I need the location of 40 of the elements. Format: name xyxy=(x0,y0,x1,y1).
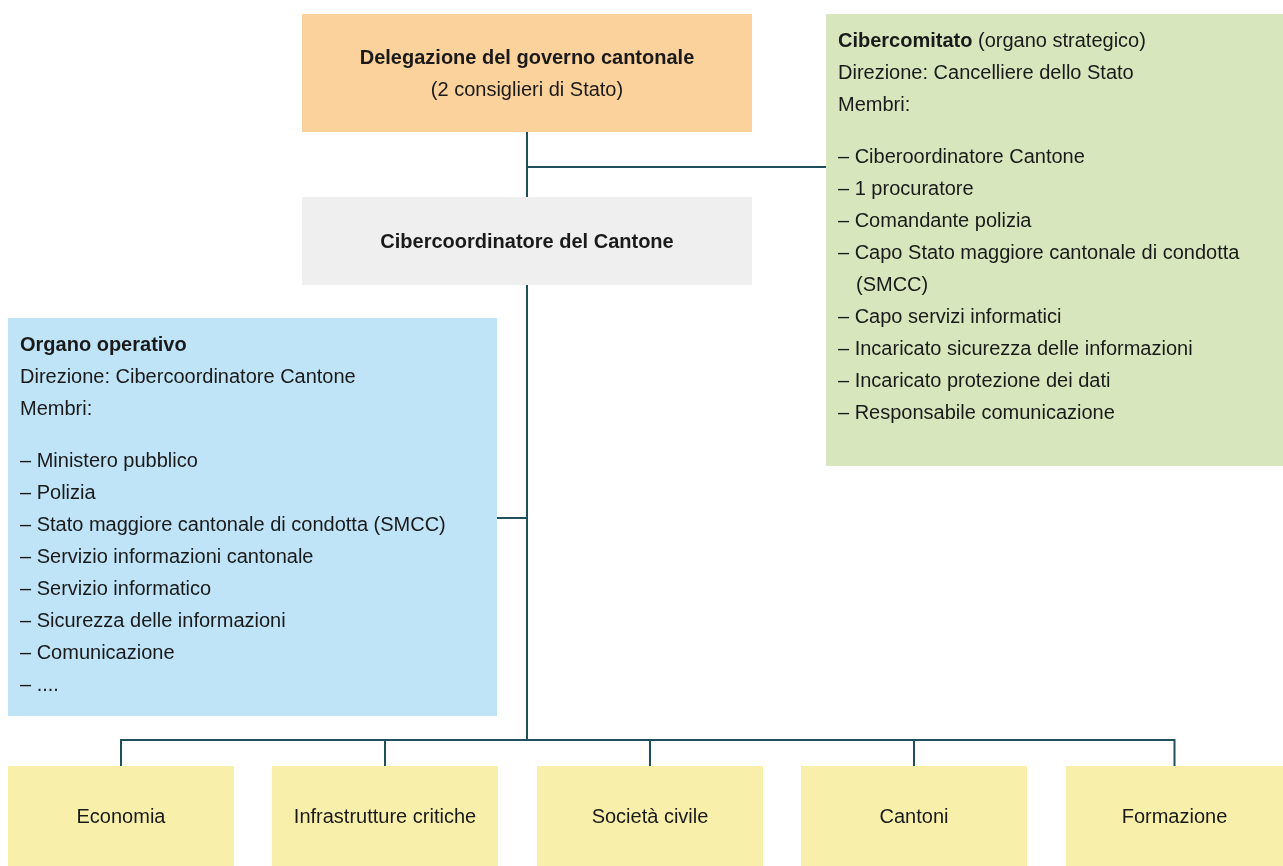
list-item: – Servizio informatico xyxy=(20,576,213,601)
org-box xyxy=(8,318,497,716)
list-item: – Polizia xyxy=(20,480,97,505)
box-text: Membri: xyxy=(20,396,94,421)
list-item: – Capo servizi informatici xyxy=(838,304,1063,329)
connector-line xyxy=(526,131,827,168)
list-item: – Ministero pubblico xyxy=(20,448,199,473)
box-title: Infrastrutture critiche xyxy=(293,804,477,829)
list-item: – Servizio informazioni cantonale xyxy=(20,544,315,569)
list-item: – Sicurezza delle informazioni xyxy=(20,608,287,633)
box-title: Economia xyxy=(76,804,166,829)
box-title: Società civile xyxy=(591,804,709,829)
list-item: – Stato maggiore cantonale di condotta (SMCC) xyxy=(20,512,447,537)
list-item: – Ciberoordinatore Cantone xyxy=(838,144,1086,169)
box-text: (2 consiglieri di Stato) xyxy=(430,77,624,102)
org-box xyxy=(537,766,763,866)
box-title: Formazione xyxy=(1121,804,1228,829)
org-box xyxy=(272,766,498,866)
list-item: – Capo Stato maggiore cantonale di condotta (SMCC) xyxy=(838,240,1241,297)
org-box xyxy=(302,14,752,132)
box-title: Delegazione del governo cantonale xyxy=(359,45,695,70)
box-title: Organo operativo xyxy=(20,332,188,357)
box-title: Cantoni xyxy=(879,804,949,829)
list-item: – 1 procuratore xyxy=(838,176,975,201)
list-item: – Responsabile comunicazione xyxy=(838,400,1116,425)
box-title: Cibercoordinatore del Cantone xyxy=(380,229,674,254)
box-title: Cibercomitato (organo strategico) xyxy=(838,28,1147,53)
box-text: Membri: xyxy=(838,92,912,117)
list-item: – Incaricato protezione dei dati xyxy=(838,368,1112,393)
list-item: – Comandante polizia xyxy=(838,208,1033,233)
box-text: Direzione: Cibercoordinatore Cantone xyxy=(20,364,357,389)
org-box xyxy=(8,766,234,866)
org-box xyxy=(302,197,752,285)
org-box xyxy=(826,14,1283,466)
box-text: Direzione: Cancelliere dello Stato xyxy=(838,60,1135,85)
list-item: – .... xyxy=(20,672,60,697)
list-item: – Comunicazione xyxy=(20,640,176,665)
org-box xyxy=(1066,766,1283,866)
org-box xyxy=(801,766,1027,866)
list-item: – Incaricato sicurezza delle informazioni xyxy=(838,336,1194,361)
